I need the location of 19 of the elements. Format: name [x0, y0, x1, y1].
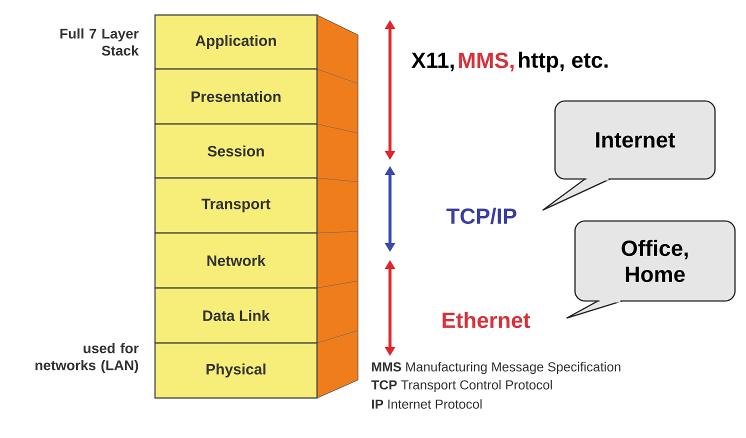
abbreviation-note: MMS Manufacturing Message Specification — [372, 362, 620, 374]
speech-bubble: Internet — [542, 100, 716, 211]
speech-bubble: Office, Home — [566, 220, 736, 319]
side-note: used for networks (LAN) — [36, 342, 139, 373]
layer-box: Session — [154, 123, 318, 179]
protocol-label: Ethernet — [442, 312, 530, 328]
protocol-label: http, etc. — [519, 52, 608, 72]
layer-box: Application — [154, 14, 318, 70]
layer-box: Physical — [154, 342, 318, 399]
layer-box: Transport — [154, 177, 318, 234]
layer-box: Data Link — [154, 287, 318, 344]
layer-box: Presentation — [154, 68, 318, 125]
protocol-label: MMS, — [459, 52, 514, 72]
protocol-label: X11, — [411, 52, 454, 72]
abbreviation-note: TCP Transport Control Protocol — [371, 380, 552, 392]
abbreviation-note: IP Internet Protocol — [372, 399, 482, 409]
protocol-label: TCP/IP — [446, 208, 516, 224]
side-note: Full 7 Layer Stack — [60, 28, 139, 56]
layer-box: Network — [154, 232, 318, 289]
